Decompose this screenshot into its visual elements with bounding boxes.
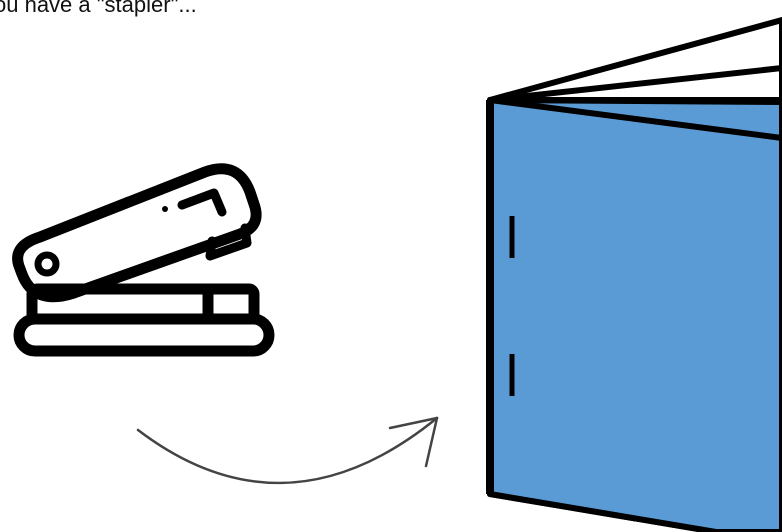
stapled-booklet-icon <box>490 20 782 532</box>
booklet-cover-front <box>490 100 782 532</box>
stapler-icon <box>18 169 269 351</box>
curved-arrow-icon <box>138 418 437 483</box>
